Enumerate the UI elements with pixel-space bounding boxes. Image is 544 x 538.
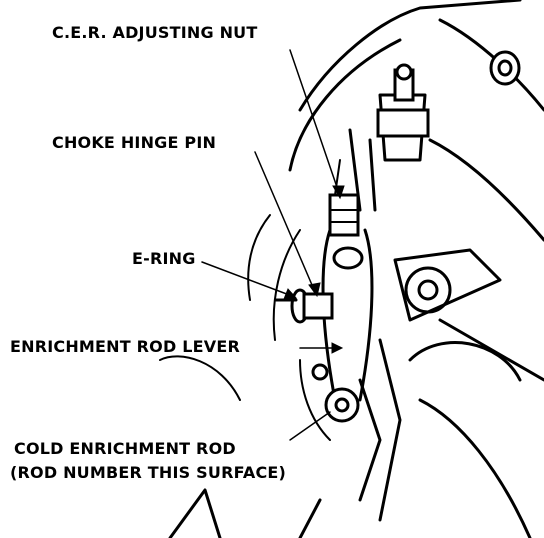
housing-left-arc — [247, 214, 271, 301]
arrow-cer-nut — [332, 185, 345, 200]
leader-cer-nut — [289, 49, 341, 197]
label-e-ring: E-RING — [132, 249, 196, 268]
lever-arm-right — [358, 228, 374, 402]
lower-housing — [408, 341, 522, 382]
lower-housing-2 — [418, 398, 532, 538]
label-choke-hinge-pin: CHOKE HINGE PIN — [52, 133, 217, 152]
housing-lower-rim — [428, 138, 544, 242]
arrow-enrichment-lever — [331, 342, 344, 354]
lever-pivot — [332, 246, 364, 270]
side-bolt-inner — [417, 279, 439, 301]
base-left — [168, 488, 222, 538]
label-rod-number-surface: (ROD NUMBER THIS SURFACE) — [10, 463, 287, 482]
top-bolt-inner — [497, 59, 513, 77]
bracket-edge — [438, 318, 544, 382]
arrow-e-ring — [283, 288, 298, 300]
rod-guide — [358, 378, 382, 502]
leader-choke-pin — [254, 151, 316, 293]
linkage-rod-2 — [368, 138, 377, 212]
bracket — [393, 248, 502, 322]
label-enrichment-rod-lever: ENRICHMENT ROD LEVER — [10, 337, 240, 356]
label-cer-adjusting-nut: C.E.R. ADJUSTING NUT — [52, 23, 258, 42]
housing-inner-edge — [288, 38, 402, 172]
lower-curve-2 — [299, 359, 331, 441]
lower-left-curve — [159, 355, 241, 401]
housing-curve — [272, 229, 301, 341]
fitting-nut — [376, 108, 430, 138]
small-screw — [311, 363, 329, 381]
hinge-pin-shaft — [302, 292, 334, 320]
rod-end-inner — [334, 397, 350, 413]
label-cold-enrichment-rod: COLD ENRICHMENT ROD — [14, 439, 236, 458]
housing-outline — [298, 0, 522, 112]
cer-nut — [328, 193, 360, 237]
fitting-top — [395, 63, 413, 81]
base-right — [298, 498, 322, 538]
leader-cold-rod — [289, 411, 331, 441]
leader-e-ring — [201, 261, 293, 297]
arrow-choke-pin — [308, 282, 321, 298]
rod-guide-2 — [378, 338, 402, 522]
